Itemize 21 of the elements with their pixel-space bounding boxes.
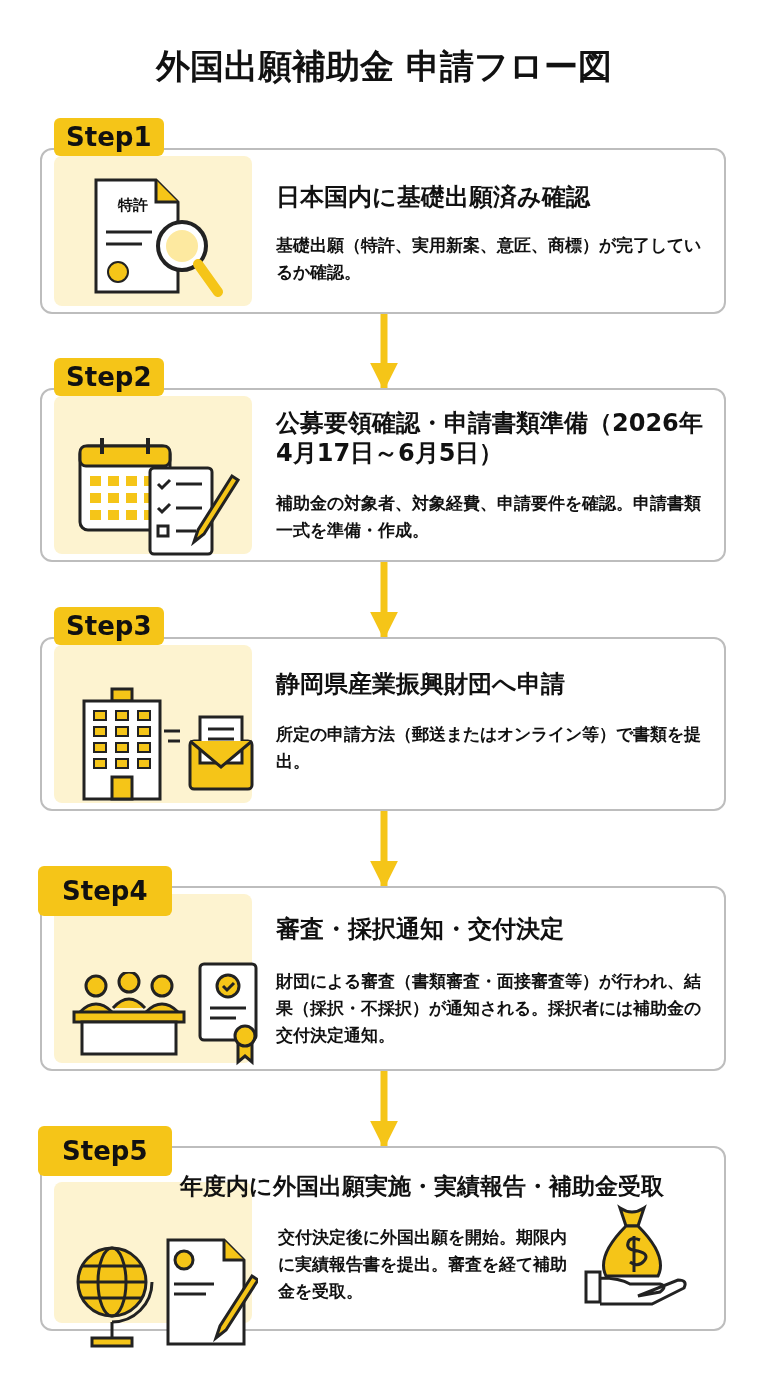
step-badge: Step2: [54, 358, 164, 396]
step-badge: Step4: [38, 866, 172, 916]
document-label: 特許: [118, 196, 148, 215]
step-badge: Step3: [54, 607, 164, 645]
step-description: 交付決定後に外国出願を開始。期限内に実績報告書を提出。審査を経て補助金を受取。: [278, 1226, 568, 1304]
arrow: [370, 562, 398, 640]
step-badge: Step5: [38, 1126, 172, 1176]
arrow: [370, 1071, 398, 1149]
step-description: 補助金の対象者、対象経費、申請要件を確認。申請書類一式を準備・作成。: [276, 492, 702, 543]
step-description: 所定の申請方法（郵送またはオンライン等）で書類を提出。: [276, 723, 702, 774]
step-heading: 公募要領確認・申請書類準備（2026年4月17日～6月5日）: [276, 408, 704, 468]
step-heading: 審査・採択通知・交付決定: [276, 914, 565, 944]
diagram-title: 外国出願補助金 申請フロー図: [154, 45, 613, 88]
step-heading: 年度内に外国出願実施・実績報告・補助金受取: [180, 1172, 665, 1201]
arrow: [370, 314, 398, 391]
step-heading: 日本国内に基礎出願済み確認: [276, 182, 592, 212]
arrow: [370, 811, 398, 889]
step-description: 基礎出願（特許、実用新案、意匠、商標）が完了しているか確認。: [276, 234, 702, 285]
step-badge: Step1: [54, 118, 164, 156]
step-heading: 静岡県産業振興財団へ申請: [276, 669, 566, 699]
step-description: 財団による審査（書類審査・面接審査等）が行われ、結果（採択・不採択）が通知される。採択者には補助金の交付決定通知。: [276, 970, 702, 1048]
